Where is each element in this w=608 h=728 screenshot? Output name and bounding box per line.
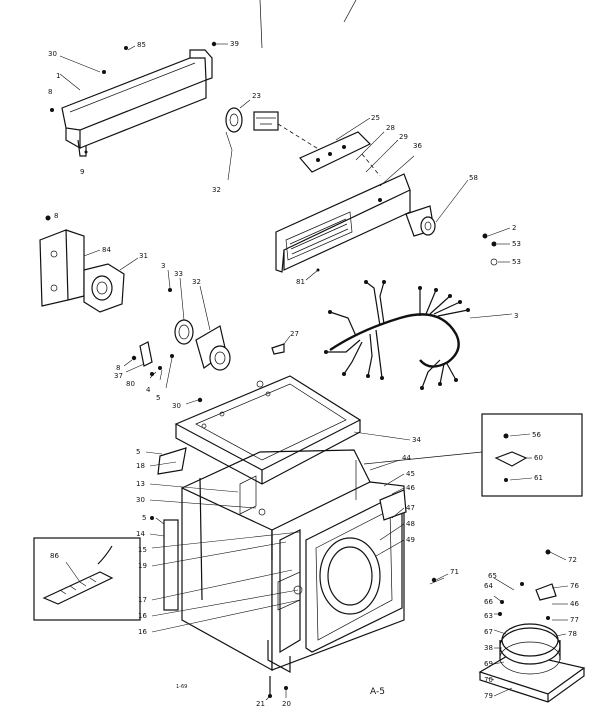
- callout-58: 58: [469, 174, 478, 182]
- callout-44: 44: [402, 454, 411, 462]
- callout-39: 39: [230, 40, 239, 48]
- callout-64: 64: [484, 582, 493, 590]
- callout-67: 67: [484, 628, 493, 636]
- callout-3-b: 3: [514, 312, 518, 320]
- callout-17: 17: [138, 596, 147, 604]
- hinge-detail-box: [363, 413, 583, 497]
- callout-38: 38: [484, 644, 493, 652]
- callout-30-c: 30: [136, 496, 145, 504]
- callout-1: 1: [56, 72, 60, 80]
- console-housing: [50, 41, 228, 157]
- callout-3: 3: [161, 262, 165, 270]
- callout-53: 53: [512, 240, 521, 248]
- callout-8-b: 8: [54, 212, 58, 220]
- latch-detail-box: [33, 537, 141, 621]
- callout-5-b: 5: [136, 448, 140, 456]
- callout-25: 25: [371, 114, 380, 122]
- callout-33: 33: [174, 270, 183, 278]
- door-assembly: [429, 549, 586, 703]
- callout-81: 81: [296, 278, 305, 286]
- callout-labels: 30 85 39 1 8 9 23 32 25 28 29 36 58 2 53…: [48, 40, 579, 708]
- callout-79: 79: [484, 692, 493, 700]
- callout-61: 61: [534, 474, 543, 482]
- callout-85: 85: [137, 41, 146, 49]
- callout-13: 13: [136, 480, 145, 488]
- footer-small-code: 1-69: [176, 684, 187, 690]
- callout-23: 23: [252, 92, 261, 100]
- callout-8-c: 8: [116, 364, 120, 372]
- callout-47: 47: [406, 504, 415, 512]
- callout-27: 27: [290, 330, 299, 338]
- cabinet-leaders: [145, 451, 405, 701]
- callout-86: 86: [50, 552, 59, 560]
- callout-16-b: 16: [138, 628, 147, 636]
- callout-46: 46: [406, 484, 415, 492]
- callout-66: 66: [484, 598, 493, 606]
- knob-screws: [482, 227, 511, 266]
- callout-9: 9: [80, 168, 84, 176]
- callout-28: 28: [386, 124, 395, 132]
- motor-assembly: [167, 269, 231, 371]
- callout-5-c: 5: [142, 514, 146, 522]
- top-cover: [174, 335, 411, 485]
- callout-84: 84: [102, 246, 111, 254]
- callout-80: 80: [126, 380, 135, 388]
- callout-45: 45: [406, 470, 415, 478]
- callout-30: 30: [48, 50, 57, 58]
- callout-77: 77: [570, 616, 579, 624]
- callout-56: 56: [532, 431, 541, 439]
- callout-30-b: 30: [172, 402, 181, 410]
- callout-31: 31: [139, 252, 148, 260]
- callout-53-b: 53: [512, 258, 521, 266]
- callout-15: 15: [138, 546, 147, 554]
- callout-78: 78: [568, 630, 577, 638]
- callout-32-b: 32: [192, 278, 201, 286]
- callout-72: 72: [568, 556, 577, 564]
- callout-71: 71: [450, 568, 459, 576]
- timer-parts: [123, 341, 174, 389]
- callout-36: 36: [413, 142, 422, 150]
- control-panel: [275, 155, 415, 281]
- top-marks: [259, 0, 357, 49]
- callout-29: 29: [399, 133, 408, 141]
- callout-19: 19: [138, 562, 147, 570]
- callout-70: 70: [484, 676, 493, 684]
- callout-48: 48: [406, 520, 415, 528]
- callout-65: 65: [488, 572, 497, 580]
- pressure-switch-assembly: [39, 215, 139, 313]
- callout-20: 20: [282, 700, 291, 708]
- wiring-harness: [324, 280, 513, 390]
- callout-21: 21: [256, 700, 265, 708]
- callout-60: 60: [534, 454, 543, 462]
- callout-18: 18: [136, 462, 145, 470]
- callout-49: 49: [406, 536, 415, 544]
- callout-16: 16: [138, 612, 147, 620]
- callout-4: 4: [146, 386, 151, 394]
- switch-assembly: [225, 99, 321, 181]
- callout-69: 69: [484, 660, 493, 668]
- page-code: A-5: [370, 687, 385, 697]
- callout-34: 34: [412, 436, 421, 444]
- callout-37: 37: [114, 372, 123, 380]
- cabinet: [150, 447, 407, 698]
- timer-knob: [405, 179, 469, 237]
- callout-63: 63: [484, 612, 493, 620]
- callout-14: 14: [136, 530, 145, 538]
- callout-5: 5: [156, 394, 160, 402]
- callout-8: 8: [48, 88, 52, 96]
- callout-46-b: 46: [570, 600, 579, 608]
- mounting-bracket: [299, 117, 399, 177]
- callout-2: 2: [512, 224, 516, 232]
- callout-32: 32: [212, 186, 221, 194]
- callout-76: 76: [570, 582, 579, 590]
